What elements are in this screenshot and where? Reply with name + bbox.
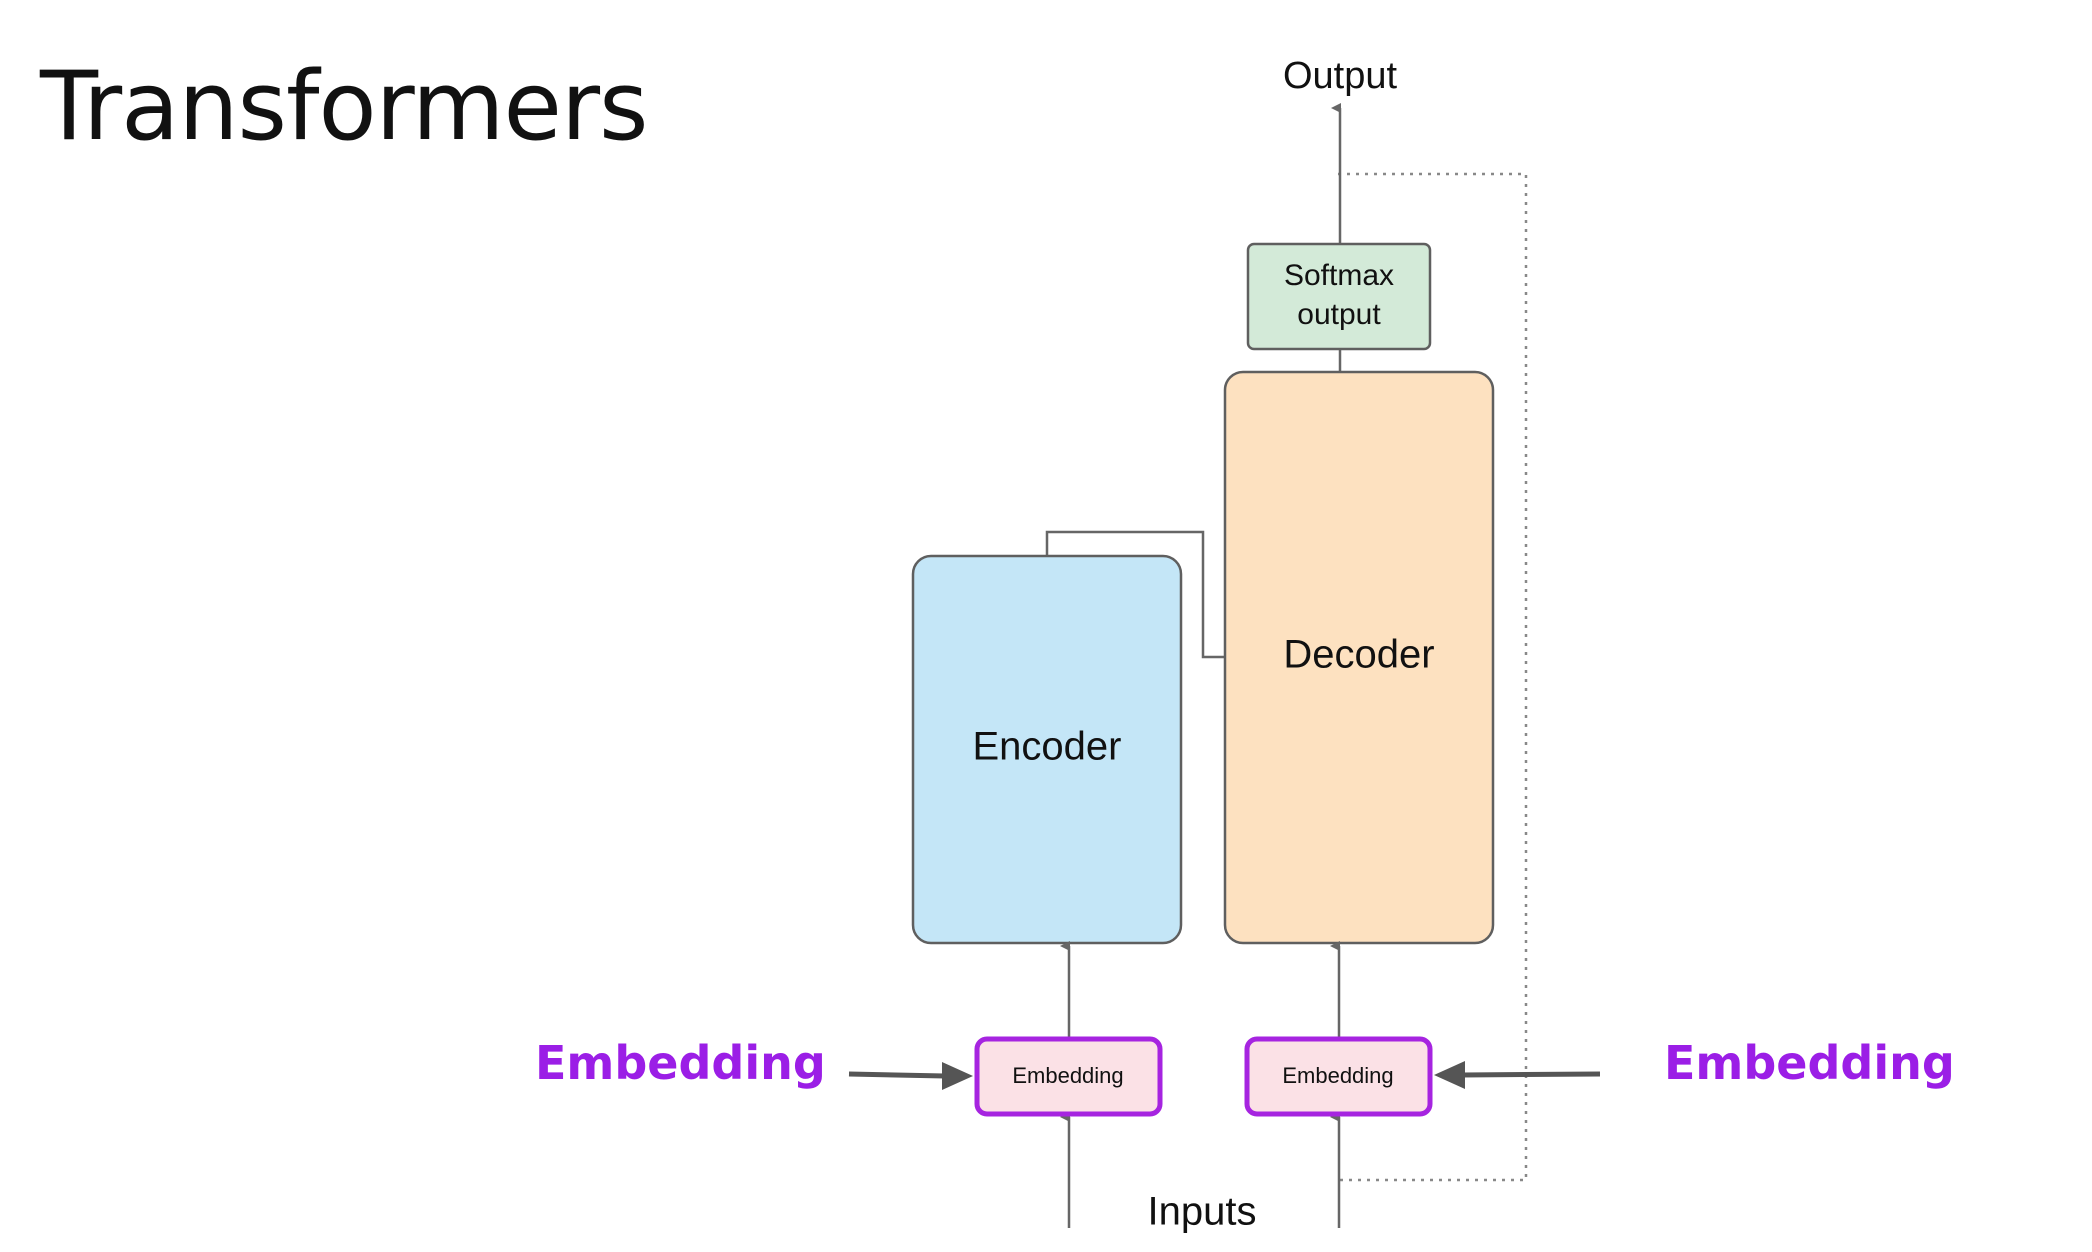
left-embedding-callout: Embedding [535,1036,826,1090]
slide-title: Transformers [40,52,649,162]
left-callout-arrow [848,1071,946,1079]
right-callout-arrowhead [1434,1061,1465,1089]
decoder-embedding-label: Embedding [1282,1063,1393,1088]
encoder-embedding-label: Embedding [1012,1063,1123,1088]
decoder-box [1223,370,1495,945]
encoder-to-decoder-connector [1045,530,1225,659]
decoder-label: Decoder [1283,633,1434,677]
output-label: Output [1283,55,1398,97]
right-callout-arrow [1461,1071,1601,1078]
right-embedding-callout: Embedding [1664,1036,1955,1090]
left-callout-arrowhead [942,1062,973,1090]
decoder-embedding-box [1244,1036,1433,1117]
inputs-label: Inputs [1148,1190,1257,1234]
feedback-loop-dotted [1338,172,1528,1182]
softmax-label-line2: output [1297,298,1381,331]
softmax-box [1246,242,1432,351]
encoder-box [911,554,1183,945]
encoder-embedding-box [974,1036,1163,1117]
softmax-label-line1: Softmax [1284,259,1394,292]
encoder-label: Encoder [973,725,1122,769]
